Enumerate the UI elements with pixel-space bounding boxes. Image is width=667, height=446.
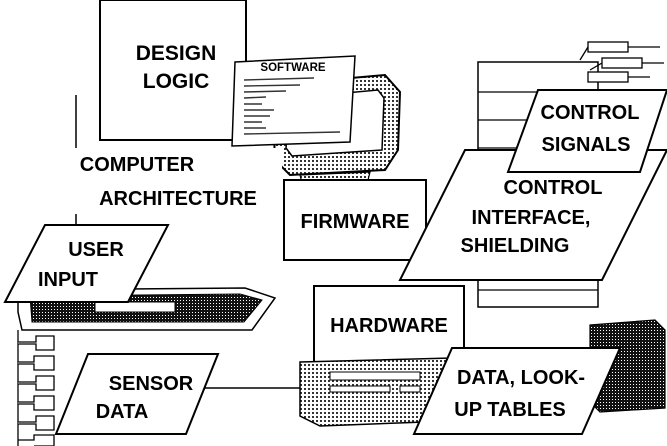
hardware-node: HARDWARE: [313, 285, 465, 367]
cable-connector-icon: [579, 41, 664, 83]
sensor-data-label-line1: SENSOR: [109, 373, 194, 395]
control-signals-node: CONTROL SIGNALS: [506, 89, 667, 173]
sensor-data-node: SENSOR DATA: [54, 353, 220, 435]
control-signals-label-line2: SIGNALS: [542, 134, 631, 156]
software-sheet: SOFTWARE: [231, 55, 356, 147]
data-lookup-tables-node: DATA, LOOK- UP TABLES: [412, 347, 622, 435]
software-label: SOFTWARE: [260, 62, 325, 74]
control-interface-label-line2: INTERFACE,: [472, 207, 591, 229]
control-signals-label-line1: CONTROL: [541, 102, 640, 124]
design-logic-node: DESIGN LOGIC: [99, 0, 247, 141]
user-input-label-line1: USER: [68, 239, 124, 261]
data-lookup-label-line1: DATA, LOOK-: [457, 367, 585, 389]
hardware-label: HARDWARE: [330, 315, 448, 337]
user-input-label-line2: INPUT: [38, 269, 98, 291]
sensor-array-icon: [17, 330, 55, 446]
user-input-node: USER INPUT: [3, 224, 170, 303]
computer-architecture-label-line1: COMPUTER: [80, 154, 195, 176]
computer-architecture-node: COMPUTER ARCHITECTURE: [72, 148, 282, 214]
design-logic-label-line1: DESIGN: [136, 42, 217, 65]
design-logic-label-line2: LOGIC: [143, 70, 210, 93]
computer-architecture-label-line2: ARCHITECTURE: [99, 188, 257, 210]
software-code-lines: [243, 77, 341, 135]
firmware-label: FIRMWARE: [301, 211, 410, 233]
control-interface-label-line3: SHIELDING: [461, 235, 570, 257]
data-lookup-label-line2: UP TABLES: [454, 399, 566, 421]
firmware-node: FIRMWARE: [283, 179, 427, 261]
control-interface-node: CONTROL INTERFACE, SHIELDING: [398, 149, 667, 281]
control-interface-label-line1: CONTROL: [504, 177, 603, 199]
sensor-data-label-line2: DATA: [96, 401, 149, 423]
